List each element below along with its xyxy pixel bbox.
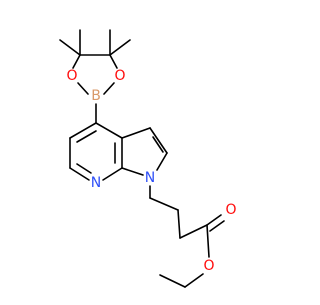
bond-c4-c3a bbox=[95, 122, 123, 139]
bond-ch2-b-ch2-c bbox=[177, 209, 181, 239]
atom-label-group: B O O N N O O bbox=[66, 68, 236, 274]
bond-b-o-right bbox=[103, 82, 115, 95]
bond-c5-c4 bbox=[69, 122, 97, 139]
atom-pyrrole-nitrogen: N bbox=[145, 170, 155, 186]
bond-group bbox=[59, 29, 225, 288]
bond-n7-c6 bbox=[69, 167, 90, 181]
atom-ring-oxygen-left: O bbox=[66, 68, 77, 84]
bond-n1-c7a bbox=[121, 167, 144, 176]
bond-ch2-ch3 bbox=[159, 274, 186, 288]
structure-diagram: B O O N N O O bbox=[59, 29, 237, 288]
bond-o-left-c bbox=[72, 54, 81, 69]
bond-b-o-left bbox=[77, 82, 89, 95]
molecule-svg: B O O N N O O bbox=[59, 29, 237, 288]
bond-carbonyl-o-1 bbox=[206, 214, 222, 226]
bond-double-c4-c5 bbox=[76, 130, 97, 143]
bond-c3-c2 bbox=[149, 127, 168, 154]
atom-ester-carbonyl-oxygen: O bbox=[225, 202, 236, 218]
bond-c2-n1 bbox=[156, 152, 168, 171]
bond-methyl-1 bbox=[59, 39, 81, 56]
bond-carbonyl-o-ether bbox=[206, 224, 210, 258]
bond-methyl-4 bbox=[109, 39, 131, 56]
bond-o-right-c bbox=[109, 54, 118, 69]
atom-ring-oxygen-right: O bbox=[114, 68, 125, 84]
atom-pyridine-nitrogen: N bbox=[91, 175, 101, 191]
bond-double-c6-n7 bbox=[76, 163, 92, 174]
bond-o-ether-ch2 bbox=[184, 273, 204, 288]
bond-double-c3-c2 bbox=[152, 136, 164, 153]
atom-boron: B bbox=[91, 88, 101, 104]
bond-c3a-c3 bbox=[121, 127, 151, 139]
atom-ester-ether-oxygen: O bbox=[203, 258, 214, 274]
bond-carbonyl-o-2 bbox=[209, 220, 225, 232]
bond-ch2-a-ch2-b bbox=[149, 197, 179, 211]
bond-ch2-c-carbonyl bbox=[179, 224, 208, 239]
bond-c7a-n7 bbox=[102, 167, 123, 181]
